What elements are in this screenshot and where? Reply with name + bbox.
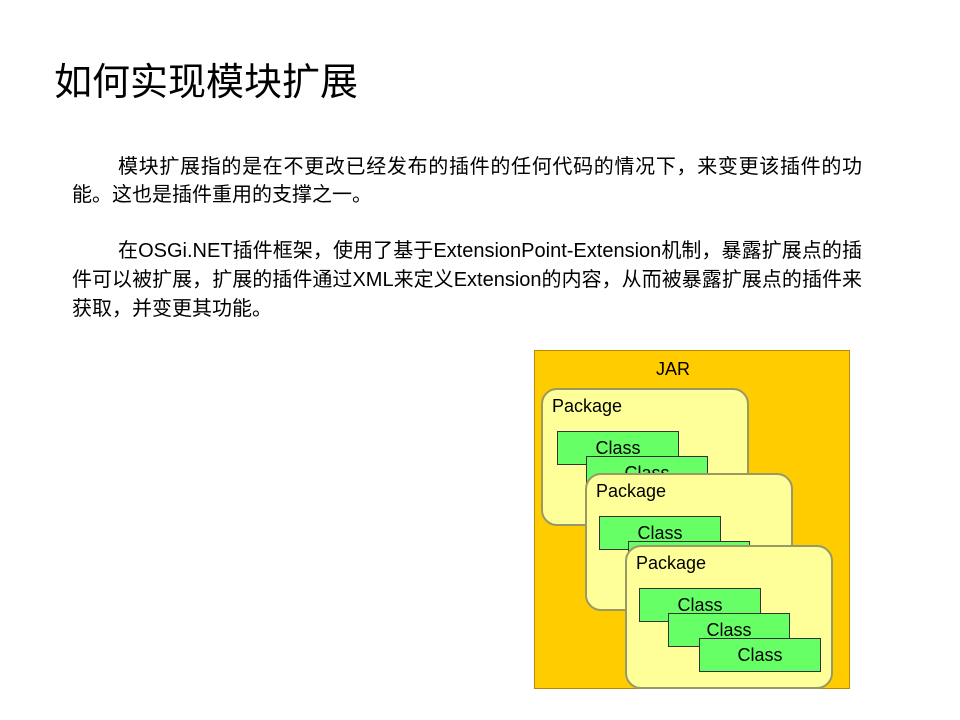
class-box: Class bbox=[699, 638, 821, 672]
jar-package-class-diagram: JAR Package Class Class Package Class Cl… bbox=[534, 350, 850, 689]
p2-text: 来定义 bbox=[393, 267, 454, 291]
paragraph-osgi-extension: 在OSGi.NET插件框架，使用了基于ExtensionPoint-Extens… bbox=[72, 236, 862, 322]
p2-xml-term: XML bbox=[352, 269, 394, 291]
jar-label: JAR bbox=[655, 359, 690, 379]
package-label: Package bbox=[552, 396, 623, 416]
p2-extension-point-term: ExtensionPoint-Extension bbox=[433, 240, 662, 262]
slide-title: 如何实现模块扩展 bbox=[54, 60, 359, 104]
p2-text: 机制，暴露扩展点的插件可以被扩展，扩展的插件通过 bbox=[72, 238, 863, 291]
package-label: Package bbox=[636, 553, 707, 573]
p2-text: 的内容，从而被暴露扩展点的插件来获取，并变更其功能。 bbox=[72, 267, 863, 320]
p2-osgi-term: OSGi.NET bbox=[138, 240, 233, 262]
package-box: Package Class Class Class bbox=[625, 545, 833, 689]
p2-extension-term: Extension bbox=[453, 269, 542, 291]
p2-text: 在 bbox=[118, 238, 139, 262]
package-label: Package bbox=[596, 481, 667, 501]
jar-box: JAR Package Class Class Package Class Cl… bbox=[534, 350, 850, 689]
p2-text: 插件框架，使用了基于 bbox=[232, 238, 434, 262]
paragraph-module-extension: 模块扩展指的是在不更改已经发布的插件的任何代码的情况下，来变更该插件的功能。这也… bbox=[72, 154, 862, 206]
